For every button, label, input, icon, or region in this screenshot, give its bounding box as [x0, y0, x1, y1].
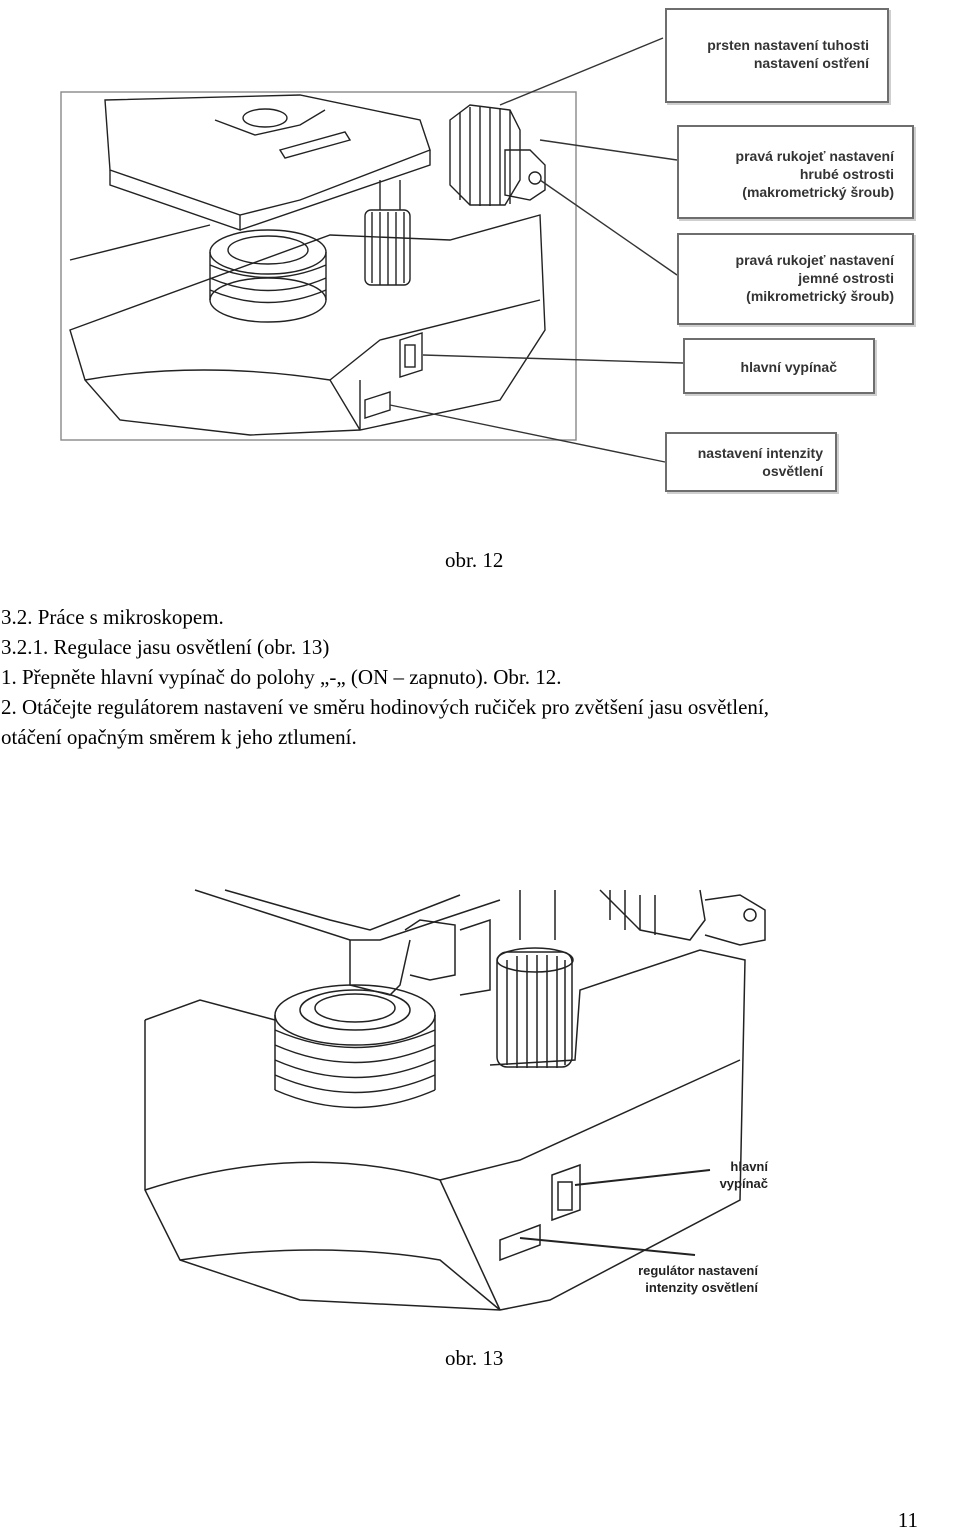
label-intensity-regulator: regulátor nastavení intenzity osvětlení [638, 1263, 758, 1295]
figure-12-caption: obr. 12 [445, 548, 504, 572]
subsection-heading: 3.2.1. Regulace jasu osvětlení (obr. 13) [1, 635, 330, 659]
instruction-1: 1. Přepněte hlavní vypínač do polohy „-„… [1, 665, 562, 689]
instruction-2-continued: otáčení opačným směrem k jeho ztlumení. [1, 725, 357, 749]
figure-13-caption: obr. 13 [445, 1346, 504, 1370]
callout-light-intensity-text: nastavení intenzity osvětlení [697, 445, 823, 479]
page-number: 11 [897, 1508, 918, 1532]
callout-light-intensity: nastavení intenzity osvětlení [665, 432, 837, 492]
callout-fine-knob: pravá rukojeť nastavení jemné ostrosti (… [677, 233, 914, 325]
callout-main-switch-text: hlavní vypínač [740, 359, 837, 375]
callout-fine-knob-text: pravá rukojeť nastavení jemné ostrosti (… [735, 252, 894, 304]
callout-focus-ring: prsten nastavení tuhosti nastavení ostře… [665, 8, 889, 103]
figure-12-drawing [60, 37, 684, 463]
label-main-switch: hlavní vypínač [719, 1159, 768, 1191]
callout-focus-ring-text: prsten nastavení tuhosti nastavení ostře… [707, 37, 869, 71]
figure-13-drawing [144, 889, 766, 1311]
callout-main-switch: hlavní vypínač [683, 338, 875, 394]
callout-coarse-knob-text: pravá rukojeť nastavení hrubé ostrosti (… [735, 148, 894, 200]
instruction-2: 2. Otáčejte regulátorem nastavení ve smě… [1, 695, 769, 719]
callout-coarse-knob: pravá rukojeť nastavení hrubé ostrosti (… [677, 125, 914, 219]
section-heading: 3.2. Práce s mikroskopem. [1, 605, 224, 629]
